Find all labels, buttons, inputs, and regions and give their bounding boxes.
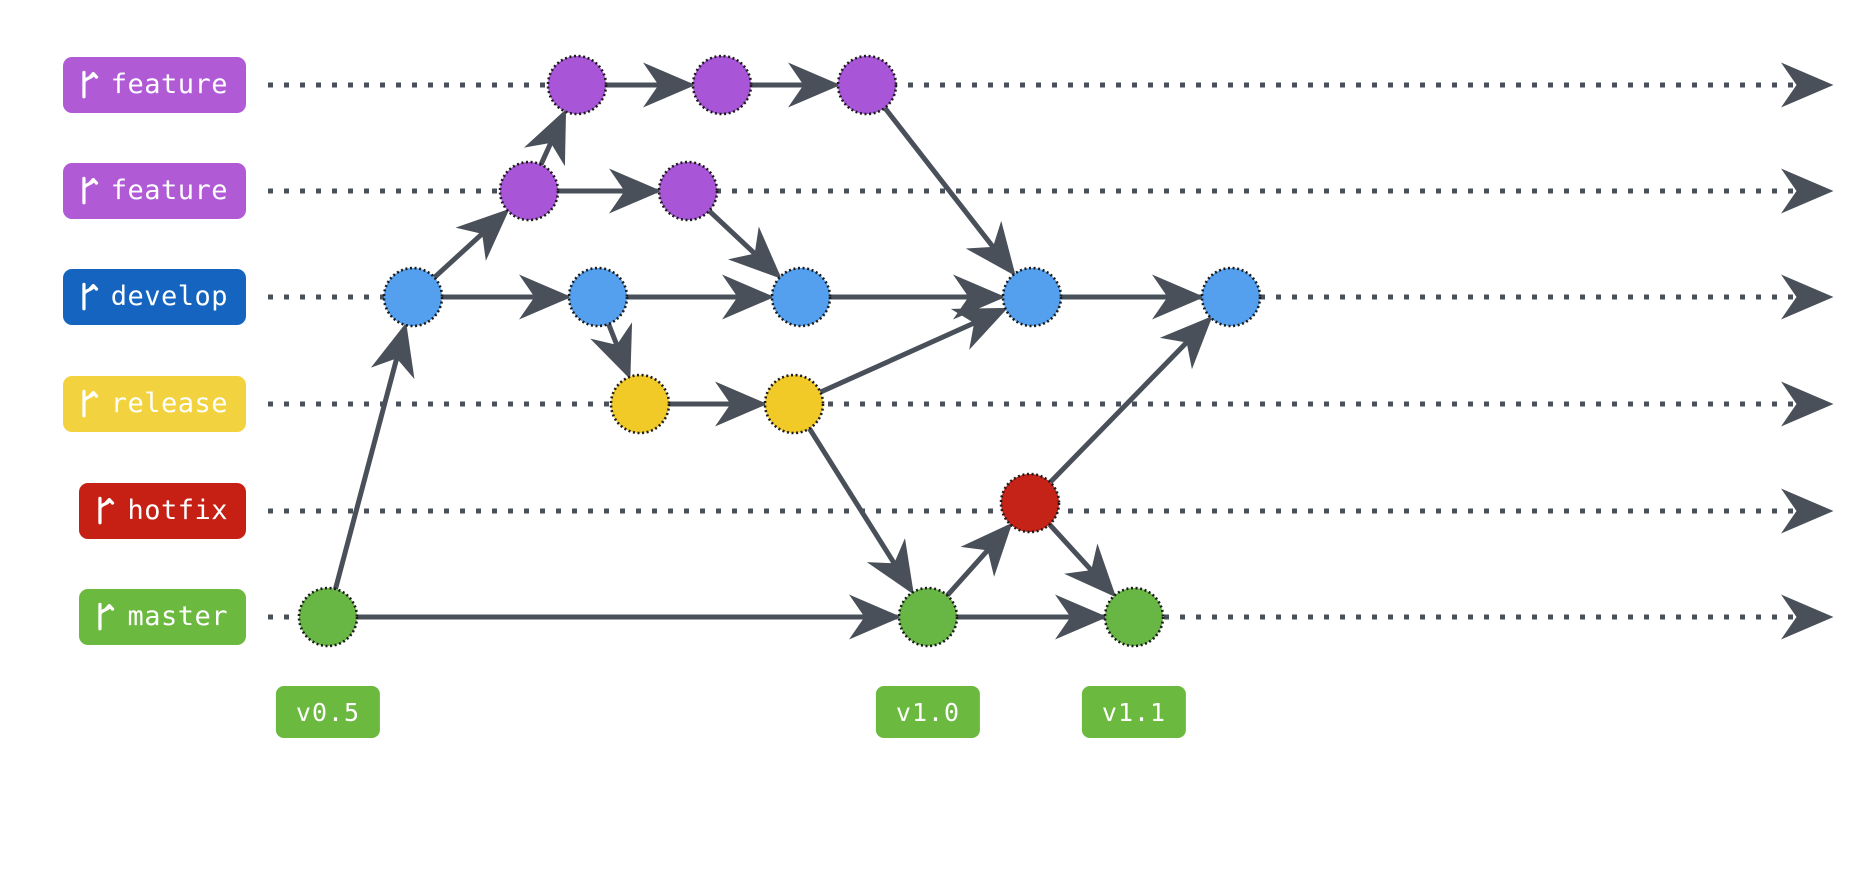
branch-label-text: master — [127, 600, 228, 632]
commit-node-f1c[interactable] — [836, 54, 898, 116]
commit-node-d2[interactable] — [567, 266, 629, 328]
commit-node-f2b[interactable] — [657, 160, 719, 222]
edge-d1-to-f2a — [432, 208, 510, 280]
branch-label-text: hotfix — [127, 494, 228, 526]
branch-label-feature1[interactable]: feature — [62, 57, 246, 113]
edge-f2a-to-f1a — [523, 109, 567, 167]
edge-m2-to-h1 — [945, 522, 1013, 598]
edge-r2-to-d4 — [819, 307, 1008, 395]
commit-node-m1[interactable] — [297, 586, 359, 648]
commit-nodes-group — [297, 54, 1262, 648]
commit-node-r2[interactable] — [763, 373, 825, 435]
branch-label-master[interactable]: master — [79, 589, 246, 645]
commit-node-m3[interactable] — [1103, 586, 1165, 648]
lane-lines-group — [268, 62, 1834, 640]
git-branch-icon — [98, 602, 115, 631]
edge-d2-to-r1 — [590, 322, 633, 380]
branch-label-text: develop — [110, 280, 228, 312]
edge-f2b-to-d3 — [707, 209, 782, 279]
edge-f1c-to-d4 — [882, 106, 1016, 277]
edge-h1-to-d5 — [1048, 315, 1213, 484]
git-branch-icon — [82, 176, 98, 205]
branch-label-text: feature — [110, 174, 228, 206]
commit-node-d3[interactable] — [770, 266, 832, 328]
git-branch-icon — [82, 389, 98, 418]
git-branch-icon — [82, 282, 98, 311]
version-tag-v1-1[interactable]: v1.1 — [1081, 686, 1187, 738]
version-tag-v0-5[interactable]: v0.5 — [275, 686, 381, 738]
commit-node-f2a[interactable] — [498, 160, 560, 222]
commit-node-d1[interactable] — [382, 266, 444, 328]
version-tag-text: v1.1 — [1101, 697, 1167, 727]
version-tag-v1-0[interactable]: v1.0 — [875, 686, 981, 738]
branch-label-develop[interactable]: develop — [62, 269, 246, 325]
edge-m1-to-d1 — [333, 322, 415, 590]
branch-label-text: release — [110, 387, 228, 419]
version-tag-text: v1.0 — [895, 697, 961, 727]
commit-node-h1[interactable] — [999, 472, 1061, 534]
commit-node-d5[interactable] — [1200, 266, 1262, 328]
commit-node-r1[interactable] — [609, 373, 671, 435]
edge-r2-to-m2 — [807, 427, 914, 595]
edge-h1-to-m3 — [1047, 522, 1117, 598]
commit-node-f1a[interactable] — [546, 54, 608, 116]
commit-node-d4[interactable] — [1001, 266, 1063, 328]
branch-label-release[interactable]: release — [62, 376, 246, 432]
git-branch-icon — [98, 496, 115, 525]
branch-label-text: feature — [110, 68, 228, 100]
version-tag-text: v0.5 — [295, 697, 361, 727]
commit-node-m2[interactable] — [897, 586, 959, 648]
branch-label-hotfix[interactable]: hotfix — [79, 483, 246, 539]
commit-edges-group — [333, 62, 1213, 640]
git-branch-icon — [82, 70, 98, 99]
branch-label-feature2[interactable]: feature — [62, 163, 246, 219]
commit-node-f1b[interactable] — [691, 54, 753, 116]
